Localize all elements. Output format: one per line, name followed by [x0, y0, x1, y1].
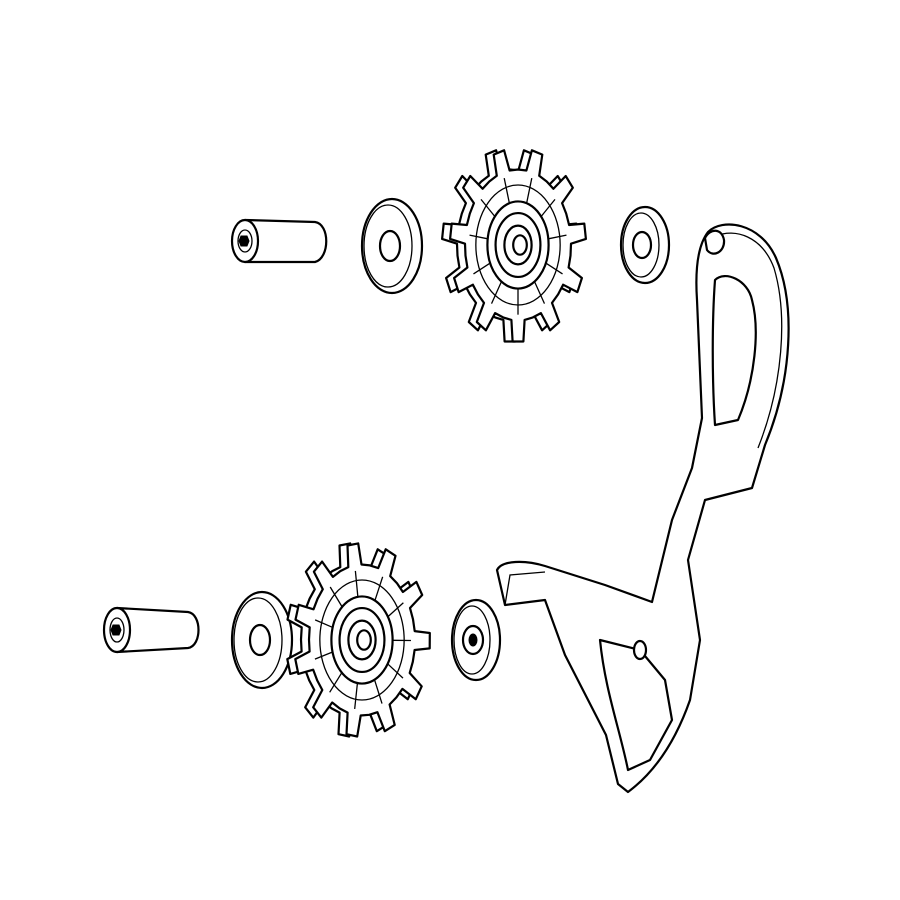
pulley-spoke — [480, 198, 496, 217]
lower-left-washer — [230, 590, 294, 690]
pulley-spoke — [387, 602, 404, 618]
pulley-spoke — [503, 178, 511, 204]
pulley-spoke — [387, 663, 404, 679]
pulley-spoke — [540, 198, 556, 217]
upper-bolt — [230, 218, 328, 264]
upper-right-washer — [619, 205, 671, 285]
lower-pulley-wheel — [286, 542, 431, 738]
pulley-spoke — [354, 682, 359, 709]
pulley-spoke — [490, 281, 503, 304]
lower-right-washer — [450, 598, 502, 682]
pulley-spoke — [533, 281, 546, 304]
pulley-spoke — [545, 262, 563, 275]
pulley-spoke — [548, 234, 567, 240]
lower-bolt — [102, 606, 200, 654]
pulley-spoke — [373, 679, 383, 704]
pulley-spoke — [314, 619, 333, 629]
pulley-spoke — [473, 262, 491, 275]
pulley-bearing-ring — [475, 184, 561, 306]
pulley-spoke — [354, 570, 359, 597]
pulley-spoke — [329, 586, 343, 608]
derailleur-cage-plate — [495, 223, 790, 794]
pulley-spoke — [469, 234, 488, 240]
pulley-bearing-ring — [319, 579, 405, 701]
pulley-axle-hole — [512, 234, 528, 256]
pulley-spoke — [525, 178, 533, 204]
upper-left-washer — [360, 197, 424, 295]
upper-pulley-wheel — [441, 149, 587, 343]
pulley-spoke — [329, 672, 343, 693]
pulley-spoke — [374, 576, 384, 601]
pulley-spoke — [314, 651, 333, 660]
pulley-axle-hole — [356, 629, 372, 651]
